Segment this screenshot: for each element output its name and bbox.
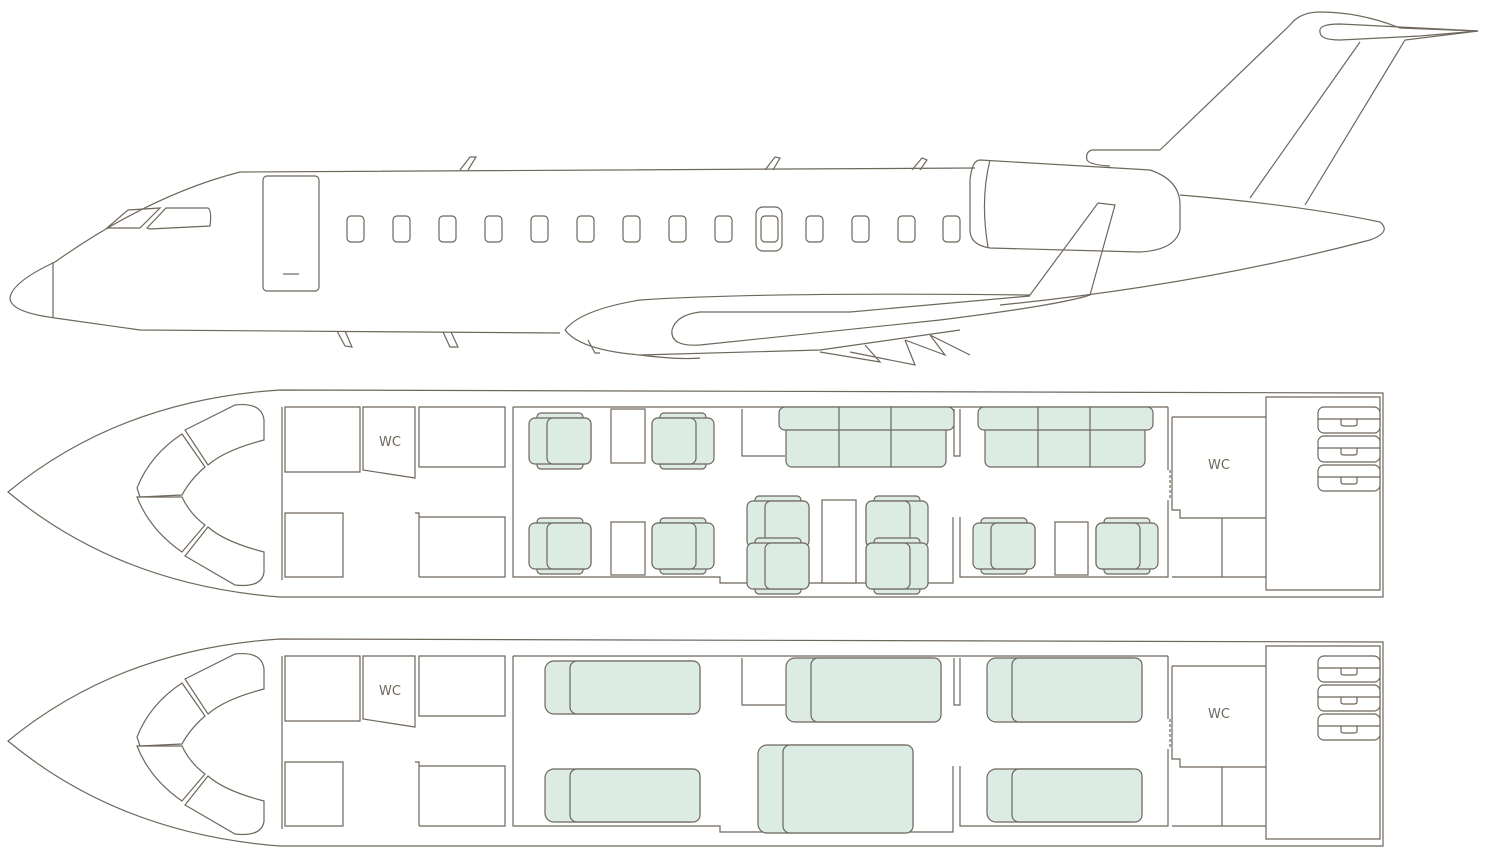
fuselage-outline — [7, 638, 1384, 847]
divan-sofa — [977, 406, 1154, 468]
club-seat — [528, 412, 592, 470]
luggage — [1317, 435, 1381, 463]
luggage — [1317, 713, 1381, 741]
divider — [953, 658, 961, 706]
cabin-beds — [544, 655, 1381, 834]
wc-label: WC — [379, 684, 401, 699]
window — [897, 215, 916, 243]
window — [484, 215, 503, 243]
bed — [544, 660, 701, 715]
emergency-exit — [755, 206, 783, 252]
table — [821, 499, 857, 584]
table — [610, 408, 646, 464]
window — [576, 215, 595, 243]
cockpit-window — [105, 207, 162, 229]
aircraft-side-view — [9, 11, 1479, 366]
club-seat — [865, 537, 929, 595]
cockpit-seat — [184, 775, 265, 836]
cockpit-window — [145, 207, 212, 230]
window — [760, 215, 779, 243]
club-seat — [746, 495, 810, 553]
horizontal-stabilizer — [1319, 23, 1479, 41]
club-seat — [528, 517, 592, 575]
luggage — [1317, 684, 1381, 712]
wing — [564, 202, 1116, 360]
window — [438, 215, 457, 243]
cockpit-seat — [136, 682, 206, 747]
divider — [741, 409, 785, 457]
luggage — [1317, 464, 1381, 492]
floor-plan-sleeping: WC WC — [7, 638, 1384, 847]
divan-sofa — [778, 406, 955, 468]
window — [622, 215, 641, 243]
cockpit-seat — [184, 652, 265, 715]
cockpit-seat — [136, 745, 206, 802]
bed — [986, 657, 1143, 723]
club-seat — [651, 517, 715, 575]
club-seat — [651, 412, 715, 470]
cockpit-seat — [136, 496, 206, 553]
cockpit-seat — [136, 433, 206, 498]
fuselage — [9, 167, 1385, 334]
entry-door — [262, 175, 320, 292]
fuselage-outline — [7, 389, 1384, 598]
window — [942, 215, 961, 243]
luggage — [1317, 655, 1381, 683]
window — [714, 215, 733, 243]
luggage — [1317, 406, 1381, 434]
window — [805, 215, 824, 243]
cabin-seats — [528, 406, 1381, 595]
bed — [757, 744, 914, 834]
window — [530, 215, 549, 243]
cockpit-seat — [184, 403, 265, 466]
pylon — [1085, 149, 1160, 167]
table — [610, 521, 646, 576]
flap-fairing — [819, 334, 971, 366]
bed — [785, 657, 942, 723]
window — [392, 215, 411, 243]
antenna — [459, 156, 928, 171]
window — [668, 215, 687, 243]
bed — [544, 768, 701, 823]
wc-label: WC — [1208, 458, 1230, 473]
antenna — [336, 330, 600, 354]
vertical-tail — [1159, 11, 1479, 206]
wc-label: WC — [1208, 707, 1230, 722]
cabin-windows — [346, 215, 961, 243]
club-seat — [972, 517, 1036, 575]
floor-plan-seating: WC WC — [7, 389, 1384, 598]
wc-label: WC — [379, 435, 401, 450]
club-seat — [1095, 517, 1159, 575]
table — [1054, 521, 1089, 576]
bed — [986, 768, 1143, 823]
engine-nacelle — [969, 159, 1181, 253]
window — [346, 215, 365, 243]
divider — [741, 658, 785, 706]
cockpit-seat — [184, 526, 265, 587]
window — [851, 215, 870, 243]
club-seat — [746, 537, 810, 595]
divider — [953, 409, 961, 457]
